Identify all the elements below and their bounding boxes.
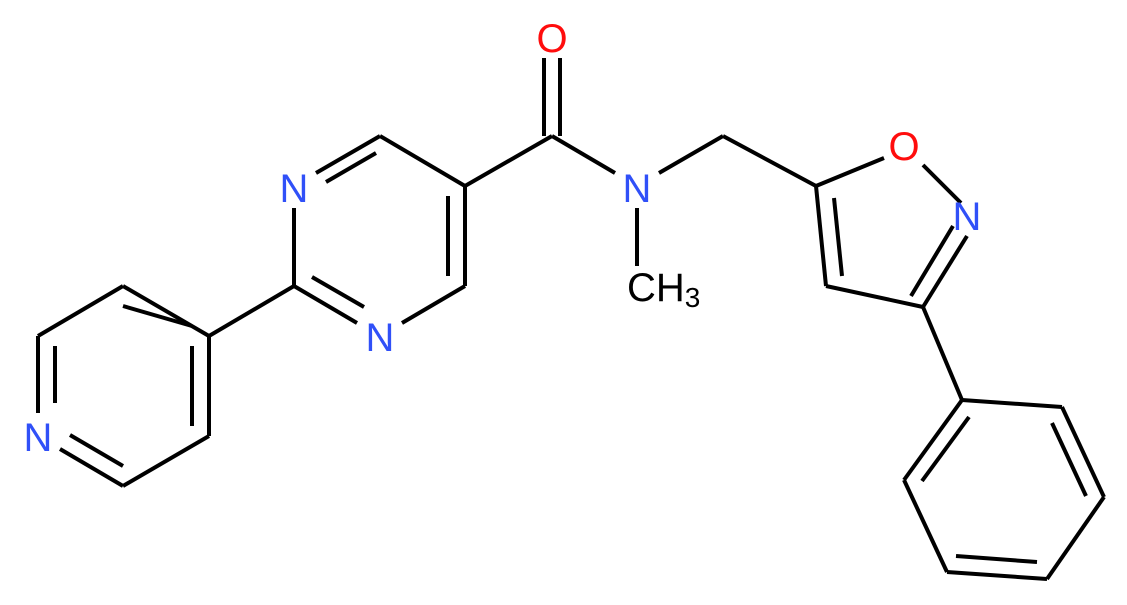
bond-pyridine-c4-c3 <box>121 284 211 338</box>
bond-pyridine-c3-c2 <box>36 284 125 338</box>
bond-pyrim-n3-c4 <box>314 134 382 175</box>
bond-phenyl-c2-c3 <box>1060 406 1106 498</box>
atom-label-layer: O N CH3 N N N O N <box>24 17 982 460</box>
atom-amide-nitrogen: N <box>623 167 652 211</box>
bond-n-ch2 <box>657 134 725 175</box>
bond-pyrim-c2-n1-double <box>311 275 365 309</box>
methyl-ch-text: CH <box>627 266 685 310</box>
bond-phenyl-c6-c1 <box>902 398 964 482</box>
bond-isox-c4-c5-double <box>832 197 844 277</box>
atom-isoxazole-nitrogen: N <box>953 195 982 239</box>
bond-isox-c3-c4 <box>825 284 924 309</box>
bond-pyrim-pyridine <box>207 284 296 338</box>
bond-isox-n-c3-double <box>909 224 955 298</box>
bond-phenyl-c4-c5-double <box>955 554 1038 564</box>
bond-pyrim-c4-c5 <box>378 134 467 188</box>
atom-pyrimidine-n-lower: N <box>366 316 395 360</box>
bond-phenyl-c2-c3-double <box>1050 422 1088 497</box>
bond-phenyl-c1-c2 <box>961 398 1063 409</box>
bond-pyrim-n3-c4-double <box>324 151 378 184</box>
atom-isoxazole-oxygen: O <box>888 125 919 169</box>
bond-phenyl-c6-c1-double <box>920 415 971 483</box>
bond-pyridine-n-c6 <box>58 447 125 488</box>
bond-isox-o-n <box>921 163 963 205</box>
bond-isox-phenyl <box>921 306 964 401</box>
methyl-subscript: 3 <box>685 282 701 313</box>
bond-carbonyl-n <box>550 134 617 175</box>
bond-phenyl-c5-c6 <box>902 479 949 573</box>
bond-isox-n-c3 <box>921 234 969 309</box>
bond-layer <box>36 58 1106 581</box>
bond-phenyl-c3-c4 <box>1045 495 1106 581</box>
bond-pyrim-c6-n1 <box>400 284 467 325</box>
bond-pyridine-n-c6-inner <box>68 433 125 468</box>
bond-pyrim-carbonyl <box>464 134 553 188</box>
bond-isox-c4-c5 <box>814 185 828 287</box>
bond-isox-c5-o <box>815 156 885 188</box>
atom-pyrimidine-n-upper: N <box>280 167 309 211</box>
bond-pyridine-c6-c5 <box>121 434 211 488</box>
atom-pyridine-n: N <box>24 416 53 460</box>
bond-pyrim-c2-n1 <box>292 284 359 325</box>
atom-methyl-carbon: CH3 <box>627 266 700 313</box>
bond-pyridine-c4-c3-double <box>122 304 193 328</box>
bond-phenyl-c4-c5 <box>946 570 1048 581</box>
bond-ch2-isoxazole <box>722 134 817 188</box>
atom-carbonyl-oxygen: O <box>536 17 567 61</box>
